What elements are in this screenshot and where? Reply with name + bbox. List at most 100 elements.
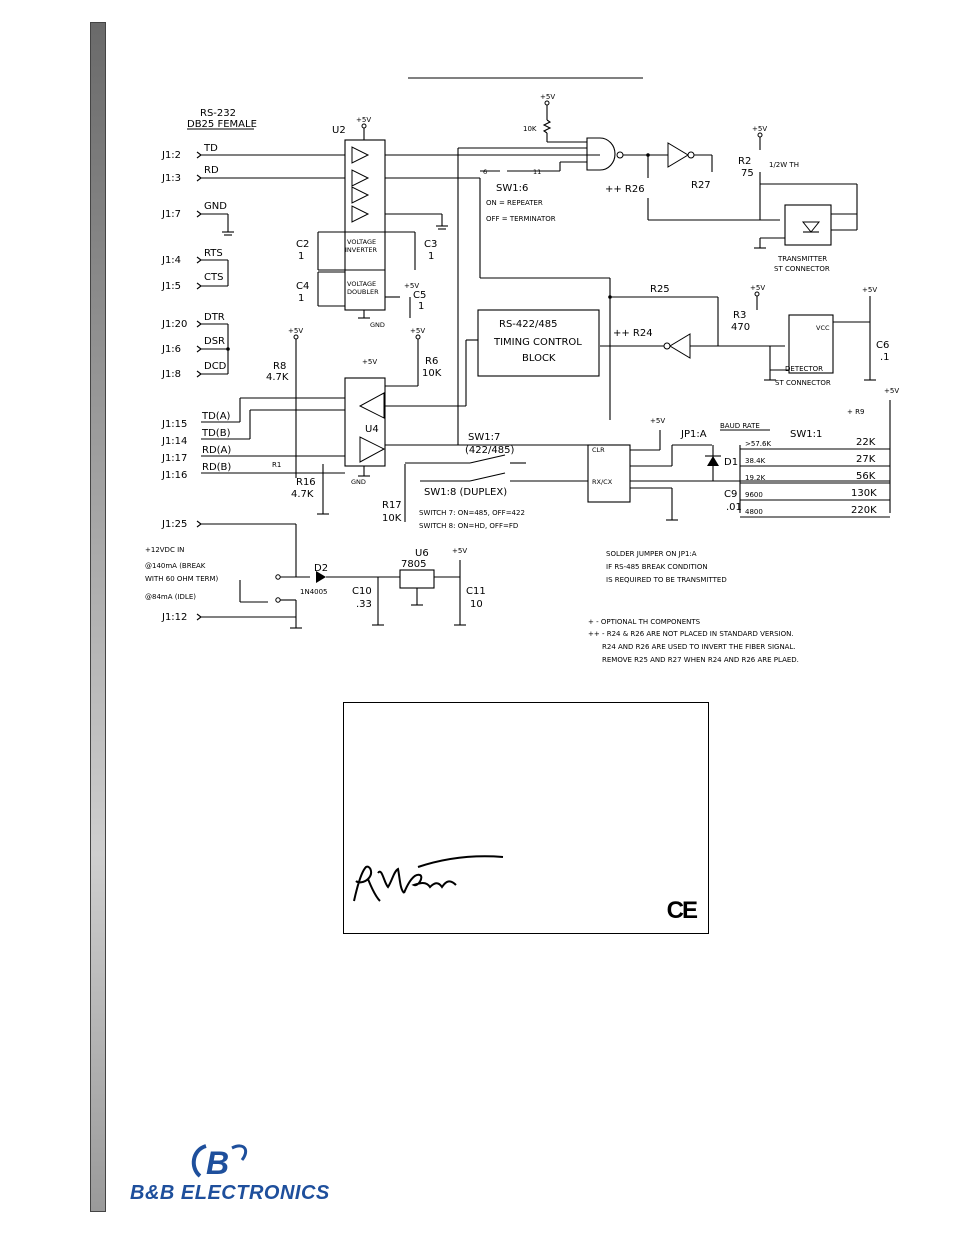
svg-text:R2: R2 bbox=[738, 156, 751, 167]
svg-text:C5: C5 bbox=[413, 290, 426, 301]
svg-text:WITH 60 OHM TERM): WITH 60 OHM TERM) bbox=[145, 575, 219, 583]
connector-j1-16: J1:16 bbox=[161, 470, 187, 481]
rs232-wires bbox=[196, 151, 345, 378]
svg-text:220K: 220K bbox=[851, 505, 877, 516]
svg-text:U4: U4 bbox=[365, 424, 379, 435]
svg-text:OFF = TERMINATOR: OFF = TERMINATOR bbox=[486, 215, 556, 223]
svg-text:(422/485): (422/485) bbox=[465, 445, 514, 456]
svg-text:+12VDC IN: +12VDC IN bbox=[145, 546, 184, 554]
svg-text:+5V: +5V bbox=[452, 547, 467, 555]
svg-text:IF RS-485 BREAK CONDITION: IF RS-485 BREAK CONDITION bbox=[606, 563, 708, 571]
notes: SOLDER JUMPER ON JP1:A IF RS-485 BREAK C… bbox=[588, 550, 799, 664]
svg-text:+5V: +5V bbox=[362, 358, 377, 366]
svg-text:++ R24: ++ R24 bbox=[613, 328, 653, 339]
svg-text:130K: 130K bbox=[851, 488, 877, 499]
svg-text:@84mA (IDLE): @84mA (IDLE) bbox=[145, 593, 196, 601]
svg-text:VOLTAGE: VOLTAGE bbox=[347, 280, 376, 288]
connector-labels: J1:2 J1:3 J1:7 J1:4 J1:5 J1:20 J1:6 J1:8… bbox=[161, 150, 187, 623]
svg-text:TD(B): TD(B) bbox=[201, 428, 231, 439]
svg-text:C6: C6 bbox=[876, 340, 889, 351]
svg-text:ST CONNECTOR: ST CONNECTOR bbox=[774, 265, 830, 273]
svg-text:SWITCH 8: ON=HD, OFF=FD: SWITCH 8: ON=HD, OFF=FD bbox=[419, 522, 518, 530]
svg-text:11: 11 bbox=[533, 168, 541, 176]
power-supply: +12VDC IN @140mA (BREAK WITH 60 OHM TERM… bbox=[145, 520, 486, 629]
svg-text:SW1:8 (DUPLEX): SW1:8 (DUPLEX) bbox=[424, 487, 507, 498]
svg-text:C3: C3 bbox=[424, 239, 437, 250]
svg-text:470: 470 bbox=[731, 322, 750, 333]
svg-text:R6: R6 bbox=[425, 356, 438, 367]
svg-text:+5V: +5V bbox=[404, 282, 419, 290]
svg-text:RD(A): RD(A) bbox=[202, 445, 231, 456]
svg-text:DSR: DSR bbox=[204, 336, 225, 347]
svg-text:19.2K: 19.2K bbox=[745, 474, 766, 482]
svg-text:TRANSMITTER: TRANSMITTER bbox=[777, 255, 827, 263]
ce-mark: CE bbox=[666, 897, 698, 924]
svg-text:TD: TD bbox=[203, 143, 218, 154]
svg-text:SW1:6: SW1:6 bbox=[496, 183, 528, 194]
svg-text:1N4005: 1N4005 bbox=[300, 588, 328, 596]
svg-text:+5V: +5V bbox=[862, 286, 877, 294]
svg-text:C10: C10 bbox=[352, 586, 372, 597]
svg-text:C4: C4 bbox=[296, 281, 309, 292]
connector-j1-4: J1:4 bbox=[161, 255, 181, 266]
connector-j1-17: J1:17 bbox=[161, 453, 187, 464]
company-logo: B B&B ELECTRONICS bbox=[128, 1138, 378, 1208]
connector-j1-15: J1:15 bbox=[161, 419, 187, 430]
label-rs232: RS-232 bbox=[200, 108, 236, 119]
svg-text:D1: D1 bbox=[724, 457, 738, 468]
timer-chip: CLR RX/CX +5V JP1:A BAUD RATE D1 C9 .01 bbox=[587, 417, 890, 521]
transmitter: +5V R2 75 1/2W TH TRANSMITTER ST CONNECT… bbox=[738, 125, 858, 273]
u2-chip: U2 +5V VOLTAGE INVERTER VOLTAGE DOUBLER … bbox=[332, 116, 600, 329]
svg-text:+ - OPTIONAL TH COMPONENTS: + - OPTIONAL TH COMPONENTS bbox=[588, 618, 701, 626]
page-side-bar bbox=[90, 22, 106, 1212]
connector-j1-14: J1:14 bbox=[161, 436, 187, 447]
svg-text:+ R9: + R9 bbox=[847, 408, 864, 416]
receive-chain: R25 ++ R24 bbox=[479, 178, 785, 420]
svg-text:D2: D2 bbox=[314, 563, 328, 574]
svg-text:R1: R1 bbox=[272, 461, 281, 469]
svg-text:27K: 27K bbox=[856, 454, 876, 465]
svg-text:SWITCH 7: ON=485, OFF=422: SWITCH 7: ON=485, OFF=422 bbox=[419, 509, 525, 517]
svg-text:++ R26: ++ R26 bbox=[605, 184, 645, 195]
signal-labels: TD RD GND RTS CTS DTR DSR DCD TD(A) TD(B… bbox=[201, 143, 231, 473]
svg-text:GND: GND bbox=[204, 201, 227, 212]
svg-text:GND: GND bbox=[370, 321, 385, 329]
svg-text:38.4K: 38.4K bbox=[745, 457, 766, 465]
svg-text:22K: 22K bbox=[856, 437, 876, 448]
schematic-diagram: RS-232 DB25 FEMALE J1:2 J1:3 J1:7 J1:4 J… bbox=[145, 77, 899, 664]
capacitors-u2: C21 C31 C41 C51 +5V bbox=[296, 231, 437, 318]
svg-text:DETECTOR: DETECTOR bbox=[785, 365, 823, 373]
svg-text:R25: R25 bbox=[650, 284, 670, 295]
svg-text:INVERTER: INVERTER bbox=[345, 246, 377, 254]
svg-text:C9: C9 bbox=[724, 489, 737, 500]
svg-text:CTS: CTS bbox=[204, 272, 223, 283]
connector-j1-8: J1:8 bbox=[161, 369, 181, 380]
rs485-resistors: +5V R8 4.7K +5V R6 10K R16 4.7K R17 10K … bbox=[266, 327, 442, 524]
svg-text:.01: .01 bbox=[726, 502, 742, 513]
connector-j1-3: J1:3 bbox=[161, 173, 181, 184]
svg-text:.33: .33 bbox=[356, 599, 372, 610]
svg-text:REMOVE R25 AND R27 WHEN R24 AN: REMOVE R25 AND R27 WHEN R24 AND R26 ARE … bbox=[602, 656, 799, 664]
connector-j1-20: J1:20 bbox=[161, 319, 187, 330]
svg-text:++ - R24 & R26 ARE NOT PLACED: ++ - R24 & R26 ARE NOT PLACED IN STANDAR… bbox=[588, 630, 794, 638]
svg-text:BLOCK: BLOCK bbox=[522, 353, 556, 364]
svg-text:RD(B): RD(B) bbox=[202, 462, 231, 473]
svg-text:DOUBLER: DOUBLER bbox=[347, 288, 379, 296]
svg-text:>57.6K: >57.6K bbox=[745, 440, 771, 448]
svg-text:+5V: +5V bbox=[750, 284, 765, 292]
connector-j1-2: J1:2 bbox=[161, 150, 181, 161]
connector-j1-6: J1:6 bbox=[161, 344, 181, 355]
svg-text:10: 10 bbox=[470, 599, 483, 610]
svg-text:+5V: +5V bbox=[884, 387, 899, 395]
svg-text:DTR: DTR bbox=[204, 312, 225, 323]
connector-j1-12: J1:12 bbox=[161, 612, 187, 623]
svg-text:4.7K: 4.7K bbox=[291, 489, 314, 500]
svg-text:R24 AND R26 ARE USED TO INVERT: R24 AND R26 ARE USED TO INVERT THE FIBER… bbox=[602, 643, 796, 651]
svg-text:GND: GND bbox=[351, 478, 366, 486]
svg-text:ST CONNECTOR: ST CONNECTOR bbox=[775, 379, 831, 387]
svg-text:TIMING CONTROL: TIMING CONTROL bbox=[493, 337, 582, 348]
switches-7-8: SW1:7 (422/485) SW1:8 (DUPLEX) SWITCH 7:… bbox=[405, 432, 588, 530]
connector-j1-5: J1:5 bbox=[161, 281, 181, 292]
svg-text:JP1:A: JP1:A bbox=[680, 429, 707, 440]
svg-text:+5V: +5V bbox=[288, 327, 303, 335]
